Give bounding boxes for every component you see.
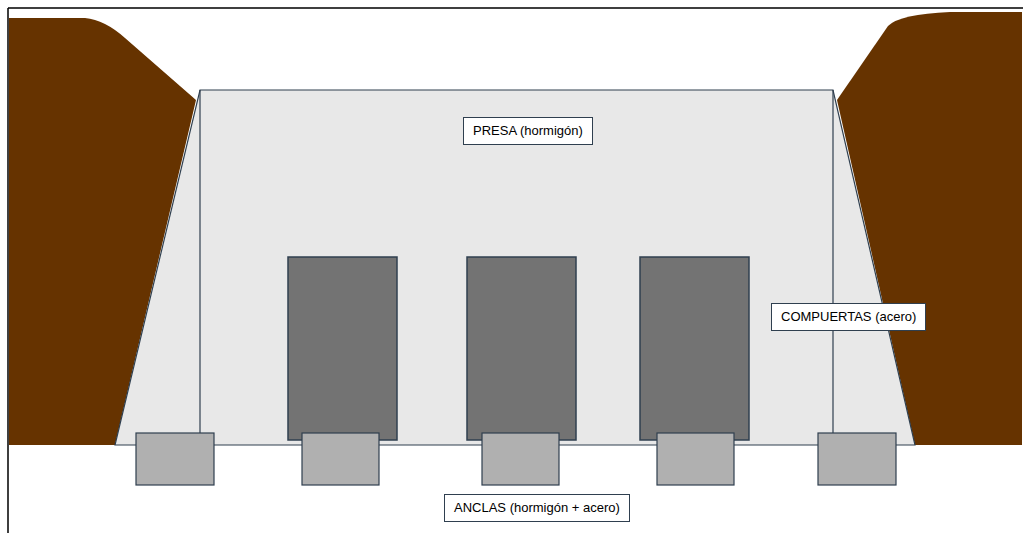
part-label: PRESA (hormigón) <box>463 117 593 145</box>
label-text: COMPUERTAS (acero) <box>781 309 916 325</box>
dam-edge-line <box>199 90 200 445</box>
part-label: COMPUERTAS (acero) <box>771 303 926 331</box>
part-label: ANCLAS (hormigón + acero) <box>444 494 630 522</box>
gate <box>467 257 576 440</box>
frame-line <box>8 8 1023 533</box>
gate <box>288 257 397 440</box>
dam-body <box>115 90 915 445</box>
anchor-block <box>818 433 896 485</box>
label-text: ANCLAS (hormigón + acero) <box>454 500 620 516</box>
anchor-block <box>657 433 734 485</box>
anchor-block <box>482 433 559 485</box>
anchor-block <box>302 433 379 485</box>
dam-edge-line <box>832 90 833 445</box>
anchor-block <box>136 433 214 485</box>
label-text: PRESA (hormigón) <box>473 123 583 139</box>
gate <box>640 257 749 440</box>
